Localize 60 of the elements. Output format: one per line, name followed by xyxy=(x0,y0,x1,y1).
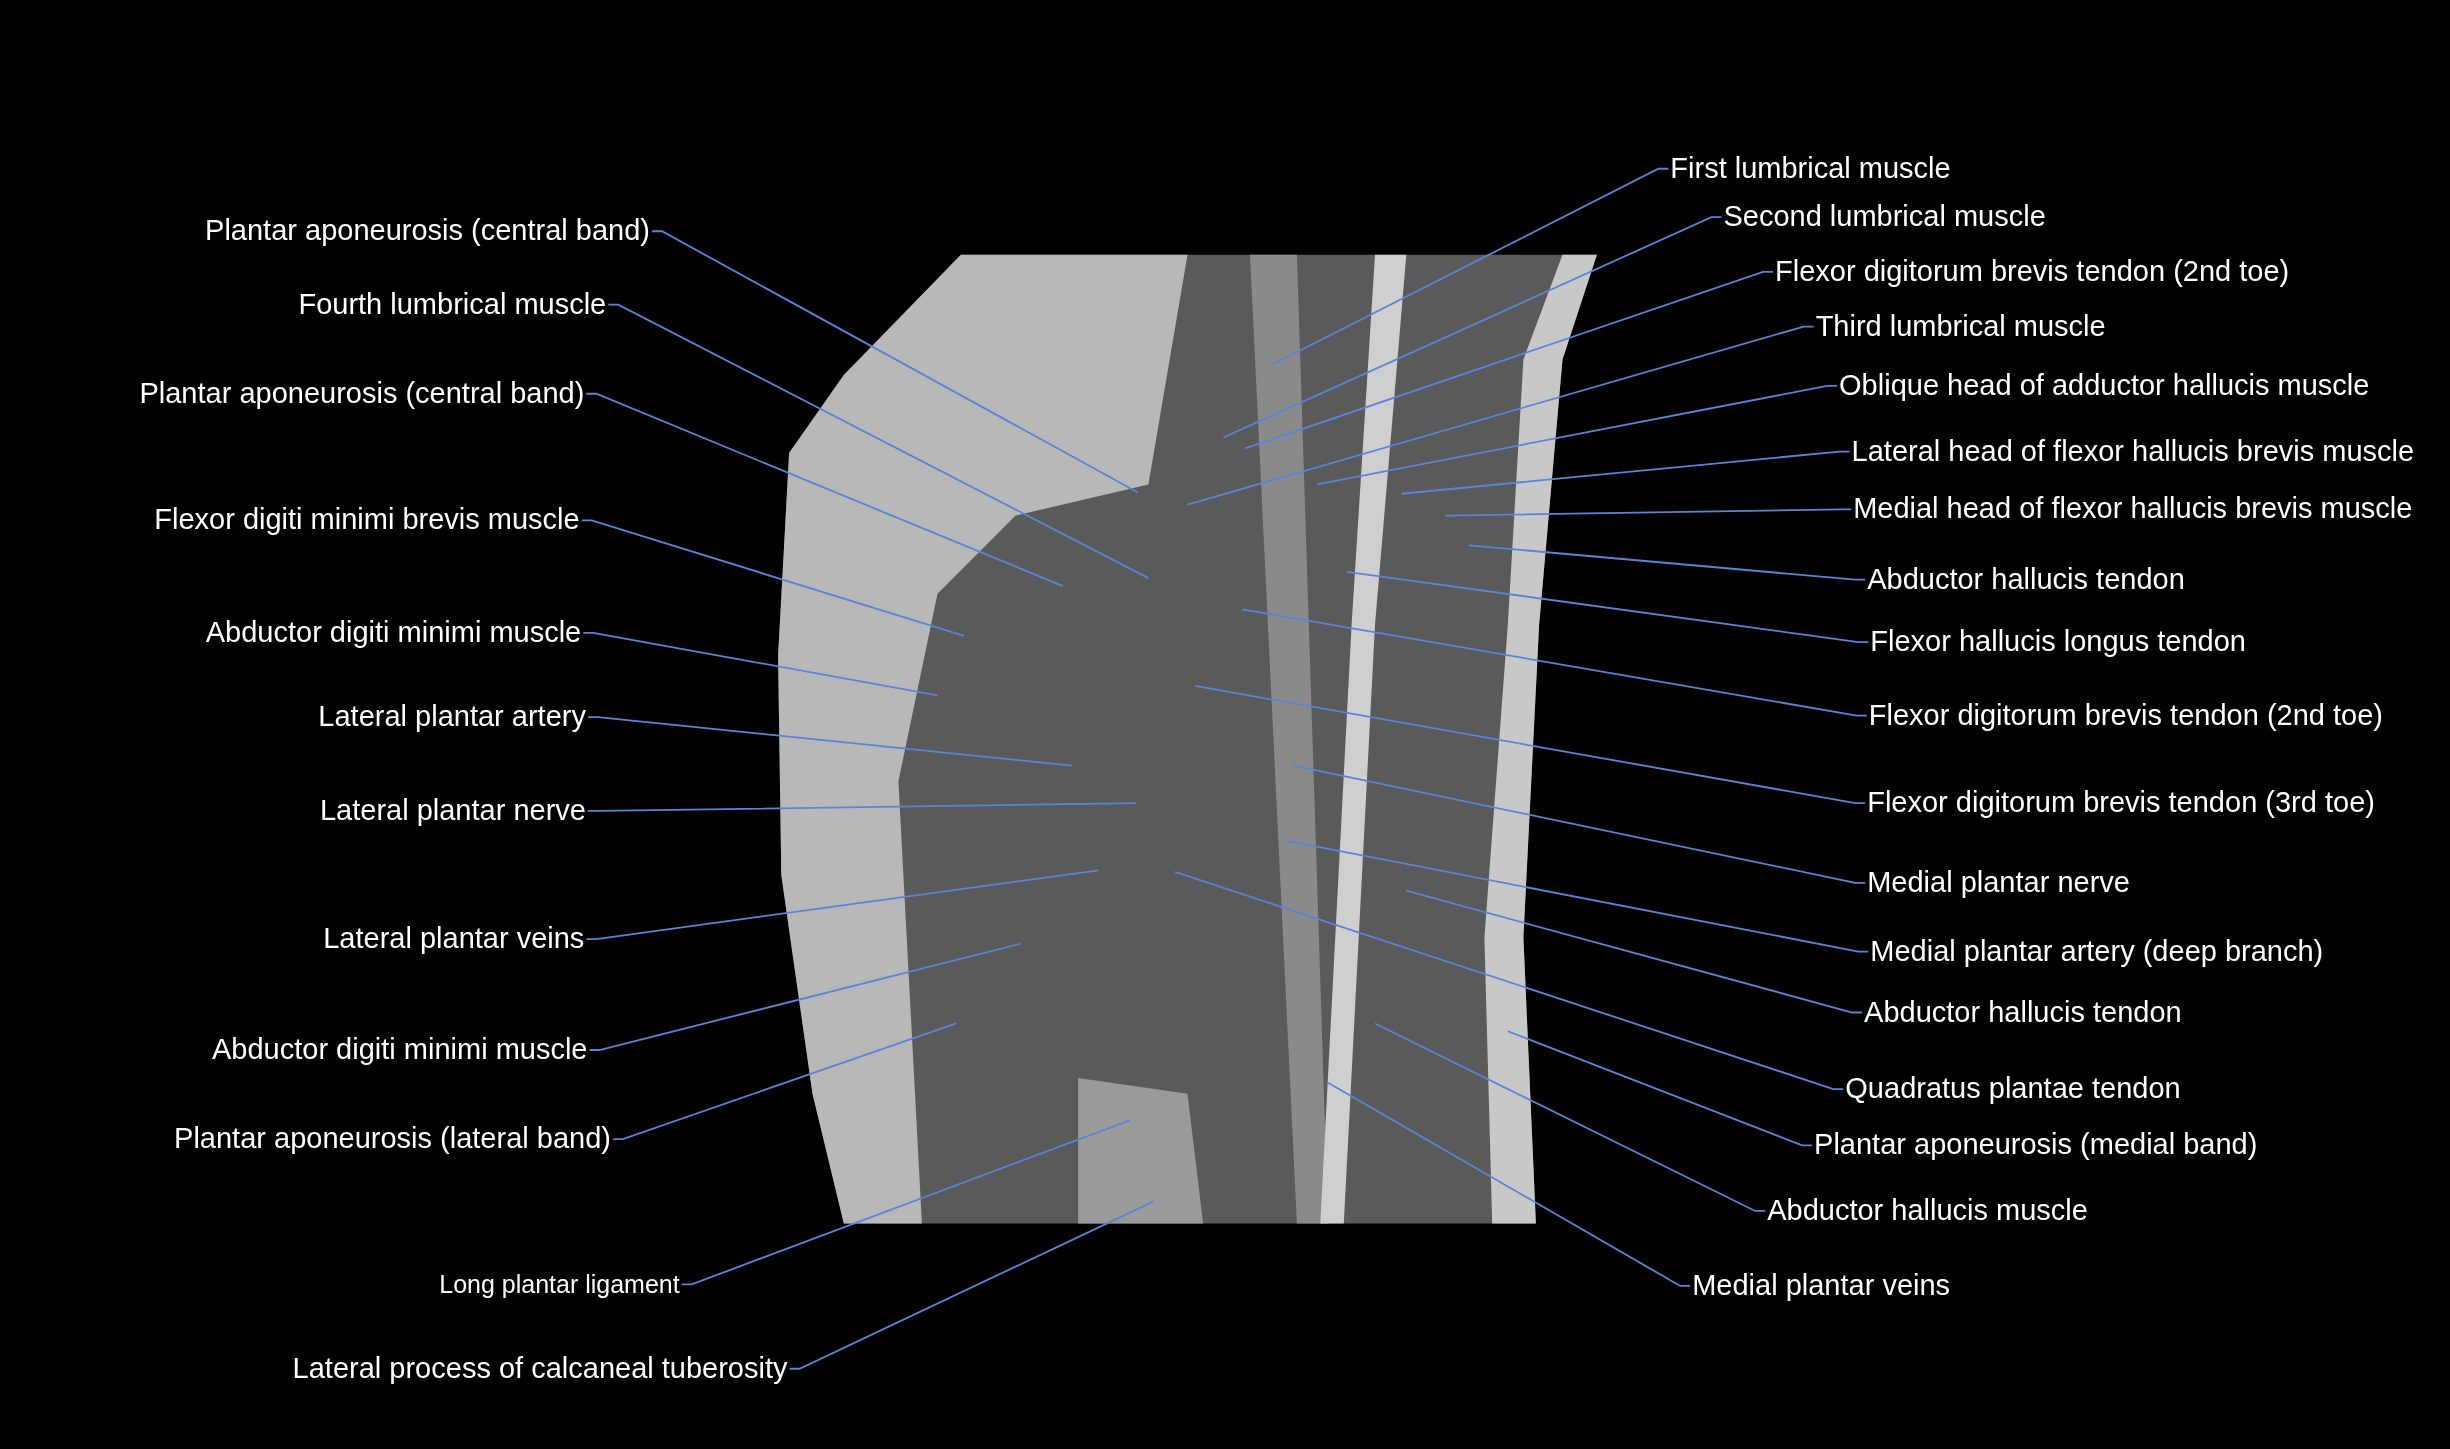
anatomy-label: Second lumbrical muscle xyxy=(1723,200,2046,234)
anatomy-label: Medial head of flexor hallucis brevis muscle xyxy=(1853,492,2413,527)
leader-line xyxy=(582,631,939,697)
anatomy-label: Medial plantar veins xyxy=(1692,1269,1951,1303)
anatomy-label: Lateral process of calcaneal tuberosity xyxy=(292,1352,788,1386)
leader-line xyxy=(588,942,1022,1051)
anatomy-label: Abductor digiti minimi muscle xyxy=(205,616,582,650)
leader-line xyxy=(651,230,1139,494)
leader-line xyxy=(1244,271,1774,450)
anatomy-label: Medial plantar nerve xyxy=(1867,866,2130,900)
anatomy-label: Abductor hallucis muscle xyxy=(1767,1194,2088,1228)
leader-line xyxy=(1316,385,1838,486)
anatomy-label: First lumbrical muscle xyxy=(1670,152,1951,186)
anatomy-label: Flexor hallucis longus tendon xyxy=(1870,625,2246,659)
anatomy-label: Flexor digiti minimi brevis muscle xyxy=(154,503,580,537)
anatomy-label: Long plantar ligament xyxy=(439,1270,680,1299)
anatomy-label: Flexor digitorum brevis tendon (2nd toe) xyxy=(1868,698,2383,733)
anatomy-label: Quadratus plantae tendon xyxy=(1845,1072,2181,1106)
leader-line xyxy=(1400,450,1851,495)
anatomy-label: Lateral plantar veins xyxy=(323,922,585,956)
leader-line xyxy=(1506,1030,1813,1147)
leader-line xyxy=(607,303,1150,580)
anatomy-label: Abductor hallucis tendon xyxy=(1864,995,2182,1030)
anatomy-label: Plantar aponeurosis (medial band) xyxy=(1814,1128,2258,1162)
anatomy-label: Oblique head of adductor hallucis muscle xyxy=(1839,369,2370,403)
anatomy-label: Plantar aponeurosis (central band) xyxy=(205,214,650,248)
leader-line xyxy=(1186,325,1815,506)
anatomy-label: Lateral plantar artery xyxy=(318,700,586,734)
anatomy-label: Medial plantar artery (deep branch) xyxy=(1870,934,2324,969)
leader-line xyxy=(1444,508,1853,517)
leader-line xyxy=(788,1200,1155,1370)
anatomy-label: Plantar aponeurosis (central band) xyxy=(139,377,585,411)
leader-line xyxy=(612,1022,958,1140)
anatomy-label: Flexor digitorum brevis tendon (2nd toe) xyxy=(1775,255,2290,289)
leader-line xyxy=(585,392,1064,587)
leader-line xyxy=(1327,1081,1692,1287)
leader-line xyxy=(587,716,1073,767)
anatomy-label: Third lumbrical muscle xyxy=(1815,309,2106,344)
anatomy-label: Flexor digitorum brevis tendon (3rd toe) xyxy=(1867,786,2375,820)
anatomy-label: Abductor digiti minimi muscle xyxy=(212,1033,588,1067)
anatomy-label: Fourth lumbrical muscle xyxy=(298,288,607,322)
leader-line xyxy=(1174,871,1845,1090)
anatomy-label: Lateral head of flexor hallucis brevis muscle xyxy=(1851,434,2415,469)
leader-line xyxy=(1405,889,1863,1014)
leader-line xyxy=(1346,571,1870,644)
anatomy-label: Abductor hallucis tendon xyxy=(1867,563,2185,597)
leader-line xyxy=(580,519,965,637)
anatomy-label: Plantar aponeurosis (lateral band) xyxy=(174,1122,611,1156)
leader-line xyxy=(587,802,1137,812)
leader-line xyxy=(1222,216,1723,439)
leader-line xyxy=(1467,544,1867,581)
leader-line xyxy=(1272,167,1670,365)
leader-line xyxy=(680,1119,1131,1286)
leader-line xyxy=(1194,685,1867,805)
leader-line xyxy=(1285,839,1870,953)
leader-line xyxy=(1374,1022,1767,1212)
leader-line xyxy=(585,869,1100,940)
anatomy-label: Lateral plantar nerve xyxy=(319,794,586,828)
leader-line xyxy=(1292,764,1867,884)
leader-line xyxy=(1241,608,1868,717)
